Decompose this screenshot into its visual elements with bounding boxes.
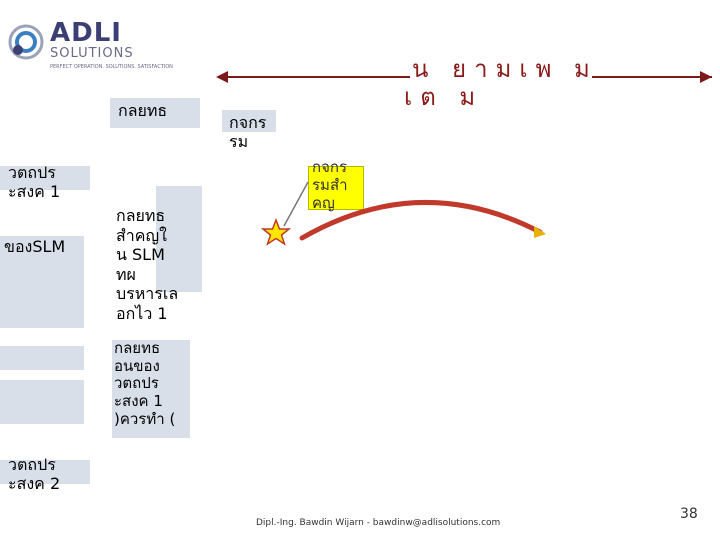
of-slm-label: ของSLM <box>4 237 66 256</box>
callout-pointer <box>283 181 309 227</box>
title-line2: เต ม <box>404 83 484 111</box>
page-number: 38 <box>680 506 698 522</box>
left-empty-box-2 <box>0 380 84 424</box>
objective2-box <box>0 460 90 484</box>
key-activity-callout <box>308 166 364 210</box>
sub-strategy-label: กลยทธ อนของ วตถปร ะสงค 1 )ควรทำ ( <box>114 339 176 428</box>
logo-name: ADLI <box>50 18 122 48</box>
activity-top-box <box>222 110 276 132</box>
objective2-label: วตถปร ะสงค 2 <box>8 455 61 493</box>
activity-top-label: กจกร รม <box>229 113 267 151</box>
of-slm-box <box>0 236 84 328</box>
objective1-box <box>0 166 90 190</box>
arc-end-marker <box>534 226 546 238</box>
title-line-left <box>218 76 410 78</box>
title-arrowhead-right <box>700 71 712 83</box>
key-strategy-label: กลยทธ สำคญใ น SLM ทผ บรหารเล อกไว 1 <box>116 206 179 323</box>
sub-strategy-box <box>112 340 190 438</box>
left-empty-box-1 <box>0 346 84 370</box>
objective1-label: วตถปร ะสงค 1 <box>8 163 61 201</box>
logo-icon <box>8 24 44 60</box>
progress-arc <box>299 199 543 241</box>
key-strategy-box <box>156 186 202 292</box>
star-icon <box>260 217 292 246</box>
title-line-right <box>592 76 712 78</box>
company-logo: ADLI SOLUTIONS PERFECT OPERATION. SOLUTI… <box>4 12 173 76</box>
title-line1-part2: ม <box>574 55 598 83</box>
logo-sub: SOLUTIONS <box>50 46 134 61</box>
strategy-top-box <box>110 98 200 128</box>
strategy-top-label: กลยทธ <box>118 101 168 120</box>
logo-tagline: PERFECT OPERATION. SOLUTIONS. SATISFACTI… <box>50 64 173 70</box>
key-activity-label: กจกร รมสำ คญ <box>312 158 348 212</box>
footer-credit: Dipl.-Ing. Bawdin Wijarn - bawdinw@adlis… <box>256 518 501 528</box>
title-line1-part1: น ยามเพ <box>412 55 560 83</box>
